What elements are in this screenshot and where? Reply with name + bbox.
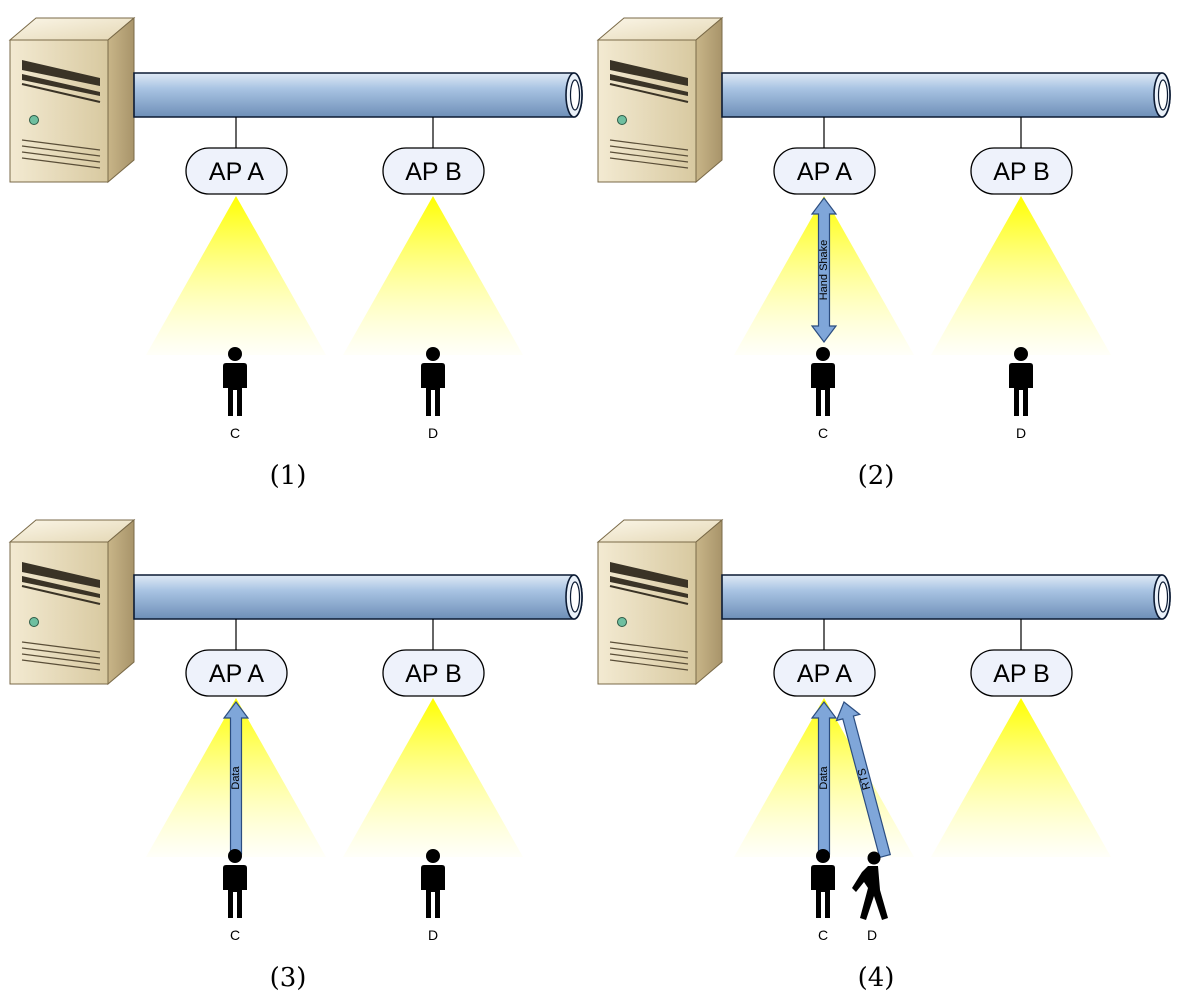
ap-b-coverage-beam	[343, 698, 523, 857]
access-point-b	[970, 147, 1073, 195]
access-point-a	[773, 147, 876, 195]
ap-a-label: AP A	[209, 660, 264, 688]
panel-caption: (2)	[858, 461, 895, 491]
panel-caption: (1)	[270, 461, 307, 491]
access-point-a	[185, 649, 288, 697]
ap-b-coverage-beam	[343, 196, 523, 355]
arrow-label: RTS	[856, 767, 873, 791]
server-icon	[597, 17, 723, 183]
client-d-label: D	[1016, 425, 1026, 441]
server-icon	[9, 519, 135, 685]
arrow-hand-shake: Hand Shake	[810, 197, 838, 343]
access-point-a	[773, 649, 876, 697]
arrow-data: Data	[810, 701, 838, 855]
network-cable	[721, 72, 1171, 118]
client-c-label: C	[818, 927, 828, 943]
ap-b-coverage-beam	[931, 196, 1111, 355]
network-cable	[133, 72, 583, 118]
arrow-data: Data	[222, 701, 250, 855]
client-c-person-icon	[811, 347, 835, 416]
client-c-person-icon	[223, 849, 247, 918]
ap-a-label: AP A	[797, 158, 852, 186]
arrow-label: Hand Shake	[818, 240, 830, 301]
client-c-person-icon	[811, 849, 835, 918]
ap-b-coverage-beam	[931, 698, 1111, 857]
panel-1: AP A AP B D C (1)	[9, 17, 583, 491]
client-d-person-icon	[421, 849, 445, 918]
panel-caption: (3)	[270, 963, 307, 993]
ap-b-label: AP B	[405, 660, 462, 688]
client-d-person-icon	[421, 347, 445, 416]
client-c-label: C	[230, 927, 240, 943]
arrow-rts: RTS	[835, 701, 892, 859]
server-icon	[9, 17, 135, 183]
client-d-label: D	[428, 425, 438, 441]
client-d-label: D	[428, 927, 438, 943]
server-icon	[597, 519, 723, 685]
client-c-label: C	[230, 425, 240, 441]
arrow-label: Data	[818, 766, 830, 790]
network-cable	[721, 574, 1171, 620]
ap-a-coverage-beam	[146, 196, 326, 355]
ap-b-label: AP B	[993, 660, 1050, 688]
ap-a-label: AP A	[209, 158, 264, 186]
access-point-b	[970, 649, 1073, 697]
access-point-b	[382, 147, 485, 195]
client-c-person-icon	[223, 347, 247, 416]
ap-b-label: AP B	[405, 158, 462, 186]
network-cable	[133, 574, 583, 620]
arrow-label: Data	[230, 766, 242, 790]
client-d-walking-person-icon	[852, 851, 888, 920]
panel-caption: (4)	[858, 963, 895, 993]
client-d-person-icon	[1009, 347, 1033, 416]
panel-4: AP A AP B Data RTS D C (4)	[597, 519, 1171, 993]
ap-b-label: AP B	[993, 158, 1050, 186]
client-c-label: C	[818, 425, 828, 441]
access-point-a	[185, 147, 288, 195]
access-point-b	[382, 649, 485, 697]
client-d-label: D	[867, 927, 877, 943]
ap-a-label: AP A	[797, 660, 852, 688]
